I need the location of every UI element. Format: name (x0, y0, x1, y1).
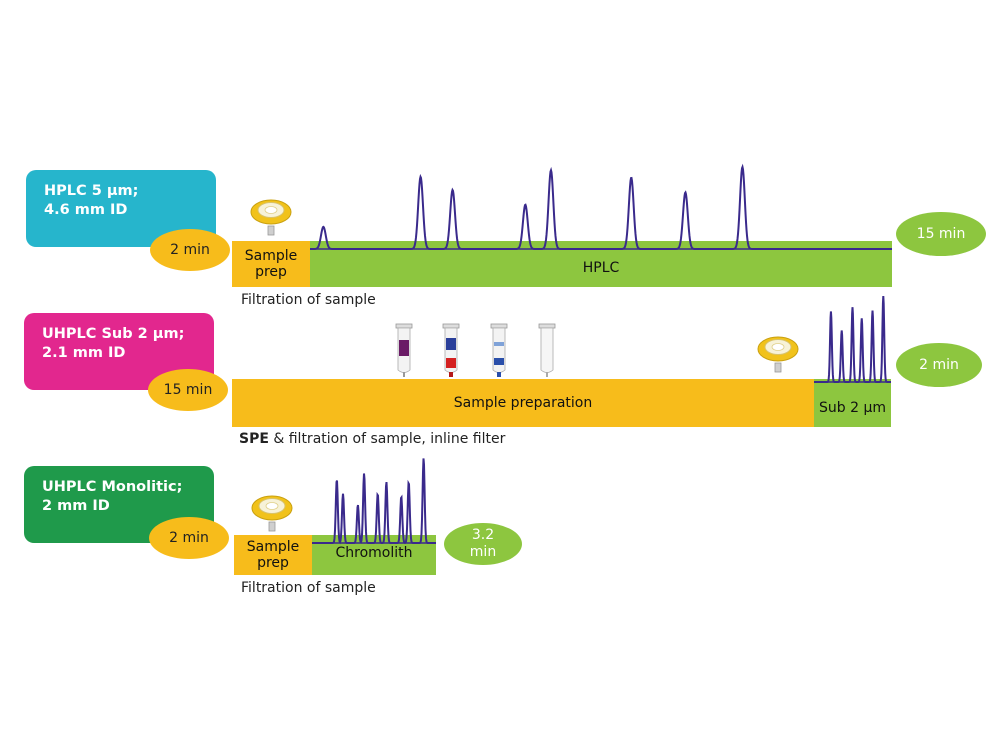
prep-caption: Filtration of sample (241, 580, 376, 596)
sample-preparation-label: Sample preparation (453, 395, 593, 411)
method-label-line1: UHPLC Monolitic; (42, 479, 183, 495)
method-label-line2: 2.1 mm ID (42, 345, 126, 361)
prep-time-pill: 2 min (150, 229, 230, 271)
sample-prep-line1: Sample (244, 248, 298, 264)
sample-prep-line2: prep (257, 555, 289, 571)
caption-rest: & filtration of sample, inline filter (268, 431, 506, 447)
prep-time-pill: 2 min (149, 517, 229, 559)
sample-prep-line2: prep (255, 264, 287, 280)
method-label-line2: 2 mm ID (42, 498, 110, 514)
prep-caption: SPE & filtration of sample, inline filte… (239, 431, 505, 447)
method-label-line2: 4.6 mm ID (44, 202, 128, 218)
spe-cartridge-icon (538, 323, 556, 377)
prep-time-pill: 15 min (148, 369, 228, 411)
syringe-filter-icon (757, 336, 799, 373)
spe-cartridge-icon (395, 323, 413, 377)
spe-cartridge-icon (442, 323, 460, 377)
syringe-filter-icon (251, 495, 293, 532)
spe-cartridge-icon (490, 323, 508, 377)
chromatogram-chromolith (312, 458, 436, 545)
run-time-text: 2 min (919, 356, 959, 373)
sub2-run-bar: Sub 2 µm (814, 379, 891, 427)
method-label-line1: HPLC 5 µm; (44, 183, 139, 199)
prep-time-text: 15 min (163, 381, 213, 398)
run-time-text: 15 min (916, 225, 966, 242)
method-label-hplc: HPLC 5 µm; 4.6 mm ID (26, 170, 216, 247)
chromatogram-trace (310, 163, 892, 250)
run-time-line1: 3.2 (471, 527, 495, 543)
chromatogram-trace (814, 295, 891, 383)
prep-time-text: 2 min (169, 529, 209, 546)
hplc-run-bar-label: HPLC (582, 260, 620, 276)
run-time-pill: 2 min (896, 343, 982, 387)
syringe-filter-icon (250, 199, 292, 236)
sub2-run-bar-label: Sub 2 µm (819, 400, 886, 416)
chromolith-run-bar-label: Chromolith (335, 545, 413, 561)
sample-preparation-bar: Sample preparation (232, 379, 814, 427)
run-time-pill: 15 min (896, 212, 986, 256)
chromatogram-trace (312, 458, 436, 545)
method-label-uhplc-monolithic: UHPLC Monolitic; 2 mm ID (24, 466, 214, 543)
prep-caption: Filtration of sample (241, 292, 376, 308)
sample-prep-line1: Sample (246, 539, 300, 555)
chromatogram-sub2 (814, 295, 891, 383)
chromatogram-hplc (310, 163, 892, 250)
run-time-pill: 3.2 min (444, 523, 522, 565)
prep-time-text: 2 min (170, 241, 210, 258)
caption-bold: SPE (239, 431, 269, 447)
run-time-line2: min (469, 544, 497, 560)
method-label-line1: UHPLC Sub 2 µm; (42, 326, 185, 342)
method-label-uhplc-sub2: UHPLC Sub 2 µm; 2.1 mm ID (24, 313, 214, 390)
